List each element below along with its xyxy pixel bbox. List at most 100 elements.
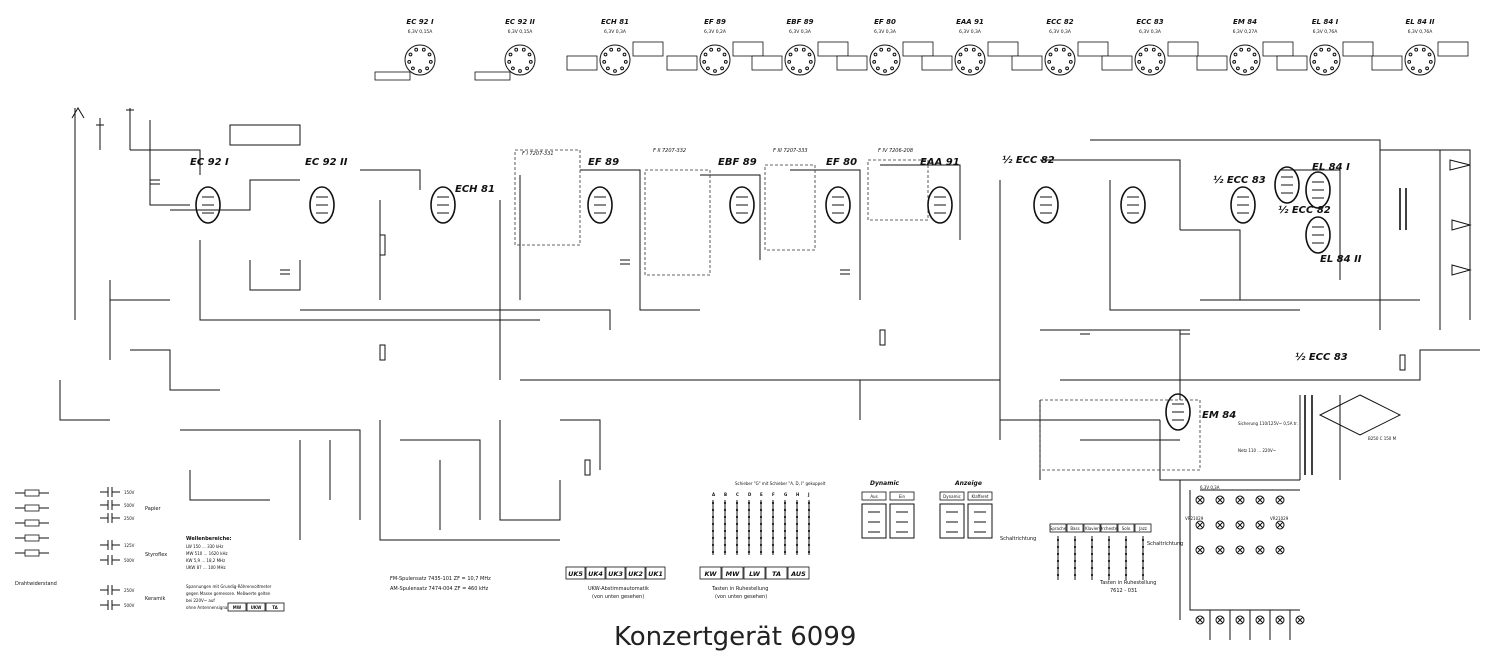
band-contact <box>783 508 787 512</box>
indicator-lamps <box>1195 495 1305 625</box>
tube-electrodes <box>202 196 214 214</box>
lamp-cross <box>1196 616 1204 624</box>
schematic-tube-label: ECH 81 <box>455 184 495 195</box>
tube-pin <box>1233 52 1238 57</box>
ukw-button[interactable] <box>565 566 586 580</box>
voltage-box <box>836 55 868 71</box>
tube-envelope <box>825 186 851 224</box>
register-contact <box>1073 538 1077 542</box>
ukw-button[interactable] <box>645 566 666 580</box>
tube-base: EBF 896,3V 0,3A <box>751 18 849 76</box>
voltage-box <box>1262 41 1294 57</box>
legend-rating: 500V <box>124 603 135 608</box>
lamp-icon <box>1275 520 1285 530</box>
tube-base-outline <box>869 44 901 76</box>
tube-envelope <box>729 186 755 224</box>
tube-pin <box>801 47 806 52</box>
legend-rating: 150V <box>124 490 135 495</box>
tube-pin <box>1047 60 1052 64</box>
ukw-button[interactable] <box>625 566 646 580</box>
tube-base-spec: 6,3V 0,3A <box>604 29 627 35</box>
lamp-cross <box>1196 521 1204 529</box>
ukw-button-label: UK3 <box>608 570 623 578</box>
register-contact <box>1056 559 1060 563</box>
tube-base: ECC 836,3V 0,3A <box>1101 18 1199 76</box>
voltage-box <box>666 55 698 71</box>
register-key[interactable] <box>1083 523 1101 533</box>
tube-electrodes <box>1172 403 1184 421</box>
band-button[interactable] <box>787 566 810 580</box>
lamp-icon <box>1235 545 1245 555</box>
filter-label: F III 7207-333 <box>773 148 808 154</box>
tube-pin <box>1148 69 1152 73</box>
lamp-cross <box>1276 521 1284 529</box>
ukw-button-label: UK4 <box>588 570 603 578</box>
band-caption-sub: (von unten gesehen) <box>715 594 767 600</box>
schematic-tube: EC 92 I <box>190 157 229 224</box>
band-contact <box>759 522 763 526</box>
tube-pin <box>408 52 413 57</box>
tube-pin <box>807 52 812 57</box>
band-contact <box>807 550 811 554</box>
register-contact <box>1056 538 1060 542</box>
band-contact <box>711 536 715 540</box>
band-contact <box>807 522 811 526</box>
register-key[interactable] <box>1134 523 1152 533</box>
ukw-button[interactable] <box>585 566 606 580</box>
dynamic-switch-contacts <box>868 511 880 533</box>
lamp-icon <box>1255 495 1265 505</box>
tube-pin <box>1246 47 1251 52</box>
tube-base: EM 846,3V 0,27A <box>1196 18 1294 76</box>
schematic-tube-label: ½ ECC 82 <box>1002 154 1055 166</box>
tube-envelope <box>309 186 335 224</box>
voltage-box <box>1342 41 1374 57</box>
register-key-label: Jazz <box>1138 526 1147 531</box>
tube-electrodes <box>316 196 328 214</box>
tube-base-spec: 6,3V 0,76A <box>1408 29 1434 35</box>
lamp-icon <box>1255 615 1265 625</box>
tube-pin <box>1414 47 1419 52</box>
band-contact <box>735 536 739 540</box>
register-key[interactable] <box>1066 523 1084 533</box>
legend-rating: 250V <box>124 516 135 521</box>
register-contact <box>1056 545 1060 549</box>
filter-label: F I 7207-331 <box>522 151 554 157</box>
band-button[interactable] <box>699 566 722 580</box>
band-caption: Tasten in Ruhestellung <box>711 586 768 592</box>
tube-pin <box>1408 52 1413 57</box>
tube-pin <box>622 52 627 57</box>
tube-pin <box>616 47 621 52</box>
register-contact <box>1056 566 1060 570</box>
band-button[interactable] <box>721 566 744 580</box>
tube-pin <box>1312 60 1317 64</box>
tube-pin <box>414 47 419 52</box>
register-key[interactable] <box>1100 523 1118 533</box>
register-key-label: Bass <box>1070 526 1079 531</box>
band-contact <box>711 508 715 512</box>
tube-pin <box>508 52 513 57</box>
ukw-button[interactable] <box>605 566 626 580</box>
band-button[interactable] <box>765 566 788 580</box>
tube-pin <box>1427 52 1432 57</box>
band-contact <box>759 529 763 533</box>
register-contact <box>1056 552 1060 556</box>
tube-pin <box>1418 69 1422 73</box>
band-button[interactable] <box>743 566 766 580</box>
register-contact <box>1124 559 1128 563</box>
tube-pin <box>1319 47 1324 52</box>
tube-pin <box>1326 47 1331 52</box>
schaltrichtung-1: Schaltrichtung <box>1000 536 1036 542</box>
register-key[interactable] <box>1049 523 1067 533</box>
band-contact <box>771 543 775 547</box>
lamp-icon <box>1215 615 1225 625</box>
tube-pin <box>1138 52 1143 57</box>
register-key[interactable] <box>1117 523 1135 533</box>
tube-pin <box>1332 52 1337 57</box>
tube-base-outline <box>1309 44 1341 76</box>
voltage-box <box>732 41 764 57</box>
